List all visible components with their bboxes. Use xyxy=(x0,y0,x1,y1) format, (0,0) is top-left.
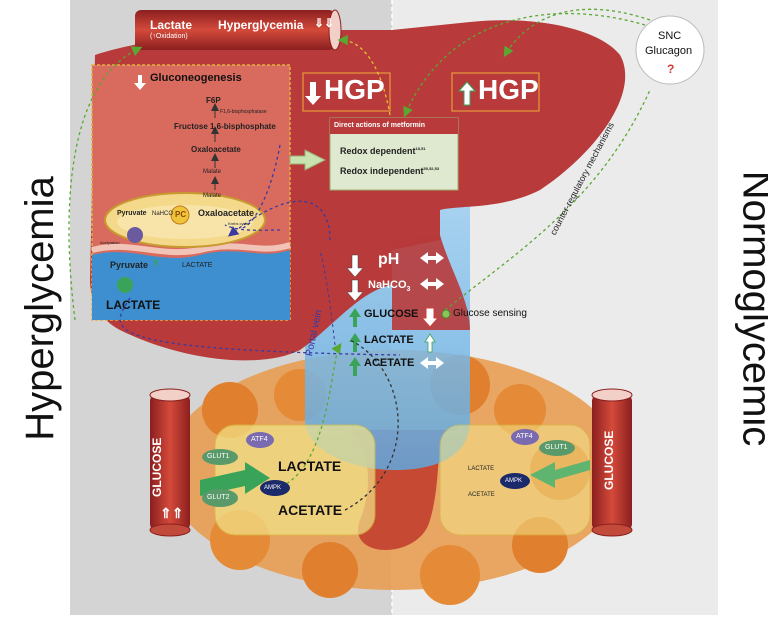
liver-right-lobe xyxy=(392,20,626,251)
krebs-label: Krebs cycle xyxy=(228,221,249,226)
top-vessel xyxy=(135,10,335,50)
metformin-arrow xyxy=(289,149,327,171)
glut2-left-label: GLUT2 xyxy=(207,494,230,501)
glucose-sensing-label: Glucose sensing xyxy=(453,308,527,319)
nahco3-mito-label: NaHCO xyxy=(152,211,174,217)
glucose-uptake-arrow-left xyxy=(200,462,270,496)
acetylation-label: Acetylation xyxy=(100,240,120,245)
hgp-left-box xyxy=(302,72,391,112)
right-side-label: Normoglycemic xyxy=(734,170,768,447)
ampk-left-oval xyxy=(260,480,290,496)
pyruvate-mito-label: Pyruvate xyxy=(117,210,147,217)
acetate-right-label: ACETATE xyxy=(468,492,495,498)
hgp-right-label: HGP xyxy=(478,74,539,105)
glucose-vessel-left-arrows: ⇑⇑ xyxy=(160,505,184,521)
nahco3-label: NaHCO3 xyxy=(368,279,411,294)
glut1-left-oval xyxy=(202,449,238,465)
left-side-label: Hyperglycemia xyxy=(17,176,62,441)
atf4-left-oval xyxy=(246,432,274,448)
acetate-intestine-label: ACETATE xyxy=(278,502,343,518)
ampk-right-oval xyxy=(500,473,530,489)
ampk-left-label: AMPK xyxy=(264,485,282,491)
atf4-right-label: ATF4 xyxy=(516,433,533,440)
fructose-label: Fructose 1,6-bisphosphate xyxy=(174,122,276,131)
glucose-label: GLUCOSE xyxy=(364,308,419,320)
atf4-left-label: ATF4 xyxy=(251,436,268,443)
mct-transporter-bottom xyxy=(117,277,133,293)
redox-dependent: Redox dependent18,51 xyxy=(340,146,426,156)
glucose-uptake-arrow-right xyxy=(530,460,590,488)
malate2-label: Malate xyxy=(203,193,222,199)
redox-independent: Redox independent50,52,53 xyxy=(340,166,440,176)
pyruvate-up-arrow: ⇑ xyxy=(152,258,160,268)
lactate-small-label: LACTATE xyxy=(182,262,213,269)
top-lactate: Lactate xyxy=(150,18,193,32)
lactate-mid-label: LACTATE xyxy=(364,334,414,346)
glut1-left-label: GLUT1 xyxy=(207,453,230,460)
glucose-vessel-left-label: GLUCOSE xyxy=(150,437,164,497)
metformin-title: Direct actions of metformin xyxy=(334,122,426,129)
lactate-big-label: LACTATE xyxy=(106,298,161,312)
glut2-left-oval xyxy=(202,489,238,507)
top-hyperglycemia: Hyperglycemia xyxy=(218,18,304,32)
glucose-vessel-right-label: GLUCOSE xyxy=(602,430,616,490)
glucagon-label: Glucagon xyxy=(645,45,693,57)
oxaloacetate-mito-label: Oxaloacetate xyxy=(198,208,255,218)
f16bpase-label: F1,6-bisphosphatase xyxy=(220,109,267,115)
lactate-right-label: LACTATE xyxy=(468,466,495,472)
pc-label: PC xyxy=(175,210,187,219)
top-oxidation: (↑Oxidation) xyxy=(150,33,188,40)
left-vessel xyxy=(150,395,190,530)
malate1-label: Malate xyxy=(203,169,222,175)
snc-label: SNC xyxy=(658,30,682,42)
mct-transporter-top xyxy=(127,227,143,243)
top-hyperglycemia-arrows: ⇓⇓ xyxy=(314,16,335,30)
glut1-right-label: GLUT1 xyxy=(545,444,568,451)
hgp-right-box xyxy=(451,72,540,112)
lactate-intestine-label: LACTATE xyxy=(278,458,342,474)
f6p-label: F6P xyxy=(206,96,221,105)
snc-bubble xyxy=(635,15,705,85)
indicator-arrows xyxy=(134,75,477,376)
hgp-left-label: HGP xyxy=(324,74,385,105)
inset-blood-layer xyxy=(92,250,290,320)
gluconeogenesis-label: Gluconeogenesis xyxy=(150,72,242,84)
right-vessel xyxy=(592,395,632,530)
ph-label: pH xyxy=(378,251,400,268)
glucose-sensing-dot xyxy=(441,309,451,319)
glucagon-question: ? xyxy=(667,62,675,76)
ampk-right-label: AMPK xyxy=(505,478,523,484)
atf4-right-oval xyxy=(511,429,539,445)
glut1-right-oval xyxy=(539,440,575,456)
pyruvate-label: Pyruvate xyxy=(110,260,149,270)
dashed-connectors xyxy=(68,8,651,511)
oxaloacetate-label: Oxaloacetate xyxy=(191,145,241,154)
acetate-mid-label: ACETATE xyxy=(364,357,415,369)
